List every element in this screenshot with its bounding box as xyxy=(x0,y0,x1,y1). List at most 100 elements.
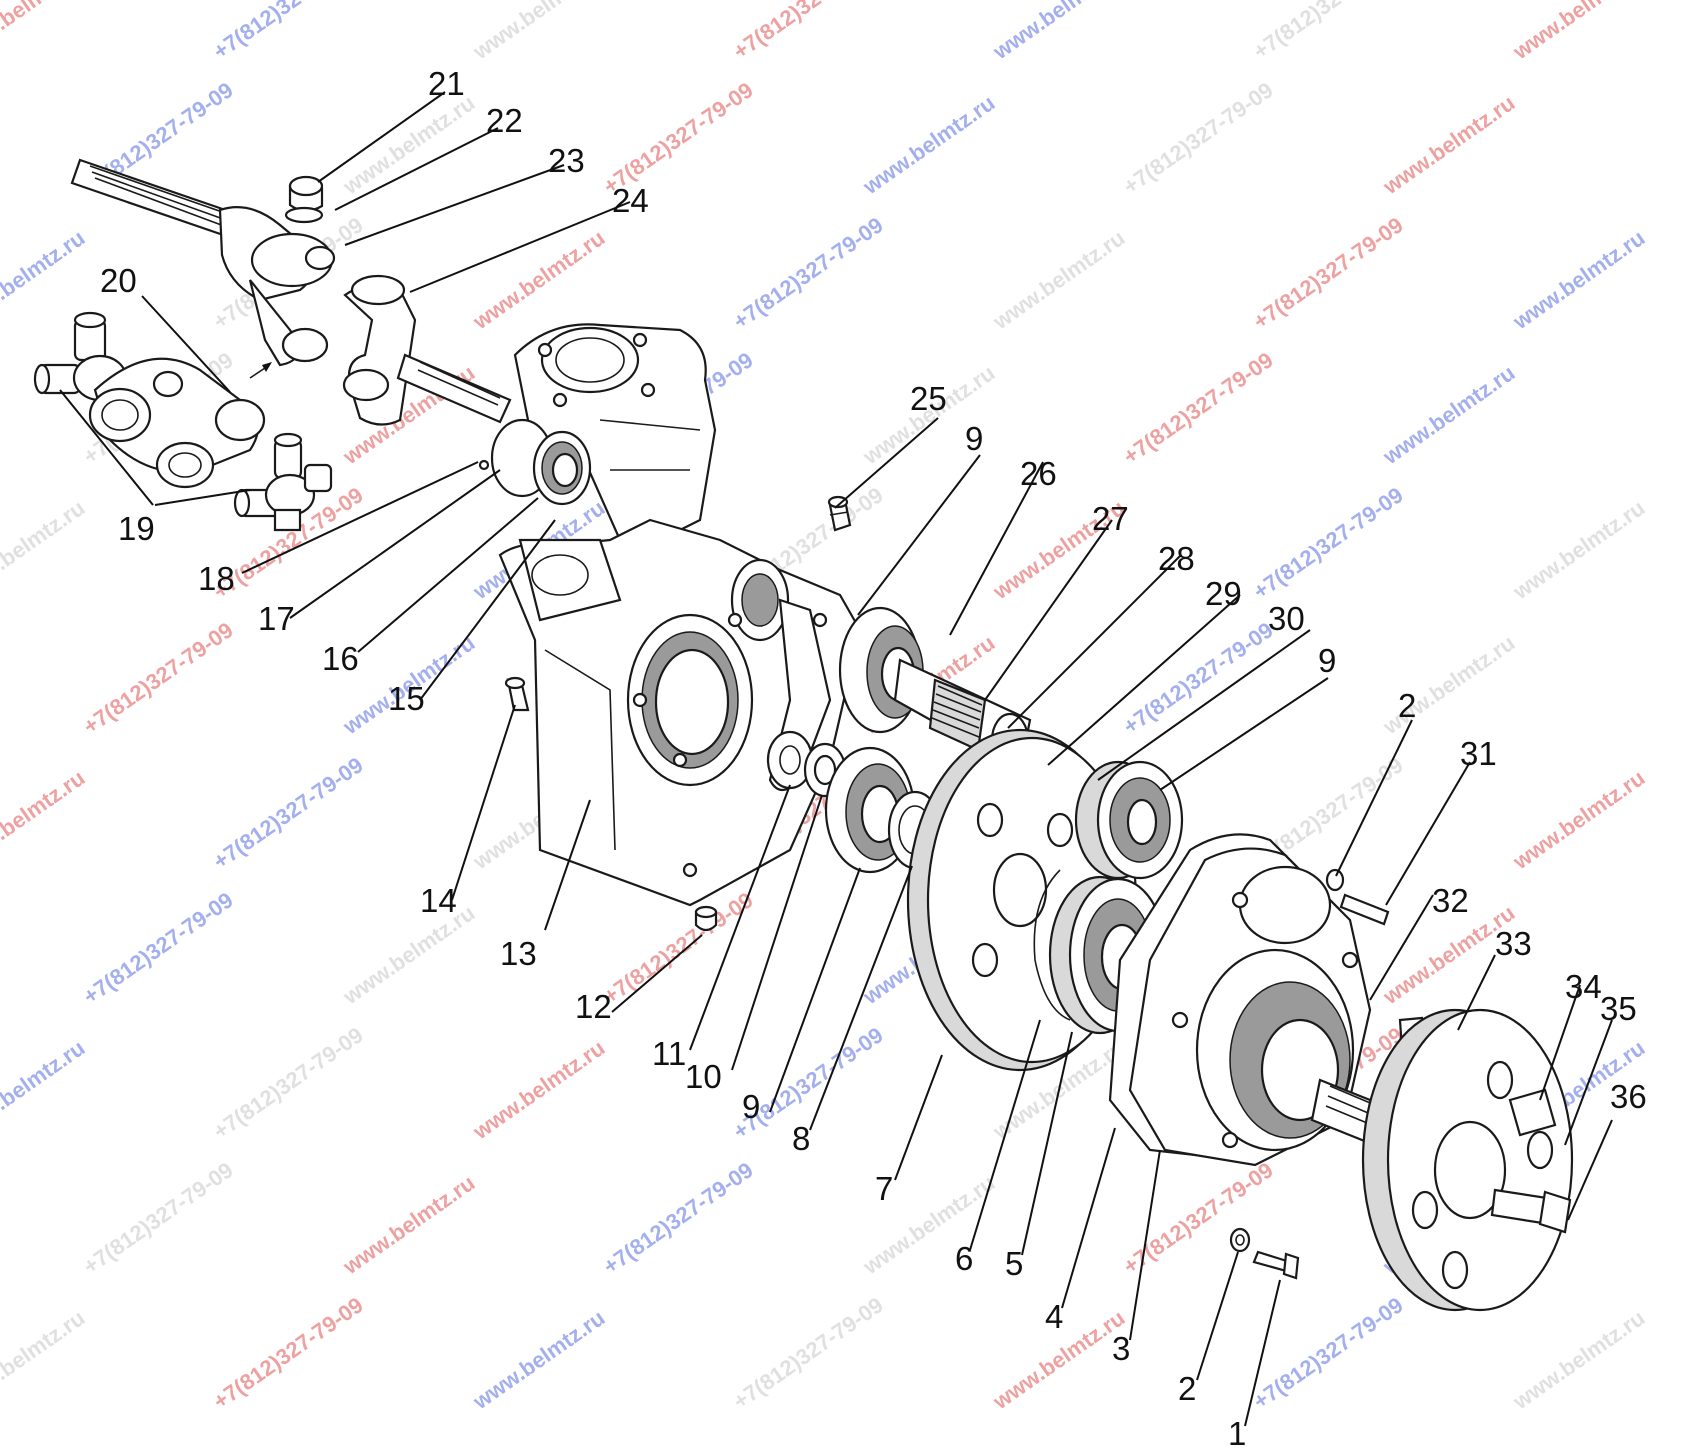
watermark-text: www.belmtz.ru xyxy=(1378,360,1520,470)
watermark-text: www.belmtz.ru xyxy=(338,900,480,1010)
watermark-text: www.belmtz.ru xyxy=(988,225,1130,335)
watermark-text: +7(812)327-79-09 xyxy=(209,1292,368,1414)
watermark-text: www.belmtz.ru xyxy=(1508,0,1650,65)
watermark-text: +7(812)327-79-09 xyxy=(1119,617,1278,739)
leader-lines xyxy=(59,91,1613,1427)
gearbox-housing-13 xyxy=(498,518,862,907)
watermark-text: www.belmtz.ru xyxy=(1508,225,1650,335)
watermark-text: +7(812)327-79-09 xyxy=(209,0,368,64)
callout-29: 29 xyxy=(1205,575,1242,612)
watermark-text: www.belmtz.ru xyxy=(0,765,89,875)
watermark-text: www.belmtz.ru xyxy=(0,1035,89,1145)
callout-35: 35 xyxy=(1600,990,1637,1027)
callout-19: 19 xyxy=(118,510,155,547)
bolt-part-1 xyxy=(1252,1250,1300,1280)
watermark-text: +7(812)327-79-09 xyxy=(1249,0,1408,64)
watermark-text: www.belmtz.ru xyxy=(468,225,610,335)
callout-5: 5 xyxy=(1005,1245,1023,1282)
circlip-part-6 xyxy=(1033,869,1071,1021)
callout-26: 26 xyxy=(1020,455,1057,492)
cover-part-3 xyxy=(1128,847,1372,1167)
callout-22: 22 xyxy=(486,102,523,139)
washer-part-2-lower xyxy=(1229,1227,1251,1253)
callout-12: 12 xyxy=(575,988,612,1025)
callout-17: 17 xyxy=(258,600,295,637)
callout-9-lower: 9 xyxy=(742,1088,760,1125)
pin-part-31 xyxy=(1339,893,1390,926)
callout-16: 16 xyxy=(322,640,359,677)
callout-2-upper: 2 xyxy=(1398,687,1416,724)
yoke-part-24 xyxy=(342,274,512,426)
callout-23: 23 xyxy=(548,142,585,179)
watermark-text: www.belmtz.ru xyxy=(338,1170,480,1280)
watermark-text: +7(812)327-79-09 xyxy=(729,212,888,334)
watermark-text: +7(812)327-79-09 xyxy=(1249,482,1408,604)
callout-21: 21 xyxy=(428,65,465,102)
callout-30: 30 xyxy=(1268,600,1305,637)
callout-6: 6 xyxy=(955,1240,973,1277)
plug-part-12 xyxy=(694,905,718,932)
watermark-text: www.belmtz.ru xyxy=(858,90,1000,200)
callout-32: 32 xyxy=(1432,882,1469,919)
watermark-text: +7(812)327-79-09 xyxy=(209,1022,368,1144)
callout-3: 3 xyxy=(1112,1330,1130,1367)
callout-36: 36 xyxy=(1610,1078,1647,1115)
watermark-text: +7(812)327-79-09 xyxy=(79,617,238,739)
callout-31: 31 xyxy=(1460,735,1497,772)
watermark-text: +7(812)327-79-09 xyxy=(599,887,758,1009)
callout-27: 27 xyxy=(1092,500,1129,537)
cap-part-21 xyxy=(284,175,324,224)
watermark-text: www.belmtz.ru xyxy=(1508,765,1650,875)
watermark-text: www.belmtz.ru xyxy=(468,1035,610,1145)
stud-part-14 xyxy=(504,676,530,712)
watermark-text: www.belmtz.ru xyxy=(1508,1305,1650,1415)
callout-34: 34 xyxy=(1565,968,1602,1005)
bearing-part-9-right xyxy=(1074,760,1184,880)
washer-part-2-upper xyxy=(1325,868,1345,892)
callout-2-lower: 2 xyxy=(1178,1370,1196,1407)
callout-1: 1 xyxy=(1228,1415,1246,1451)
upper-housing xyxy=(513,323,717,552)
callout-9-right: 9 xyxy=(1318,642,1336,679)
flange-part-34-36 xyxy=(1361,1008,1574,1312)
callout-33: 33 xyxy=(1495,925,1532,962)
watermark-text: www.belmtz.ru xyxy=(1508,495,1650,605)
watermark-text: www.belmtz.ru xyxy=(338,90,480,200)
watermark-text: +7(812)327-79-09 xyxy=(1249,212,1408,334)
watermark-text: +7(812)327-79-09 xyxy=(79,1157,238,1279)
watermark-text: www.belmtz.ru xyxy=(0,0,89,65)
watermark-text: +7(812)327-79-09 xyxy=(1119,347,1278,469)
watermark-text: +7(812)327-79-09 xyxy=(599,77,758,199)
callout-28: 28 xyxy=(1158,540,1195,577)
callout-15: 15 xyxy=(388,680,425,717)
assembly-arrow xyxy=(249,362,272,379)
watermark-text: +7(812)327-79-09 xyxy=(729,0,888,64)
watermark-text: +7(812)327-79-09 xyxy=(209,752,368,874)
callout-8: 8 xyxy=(792,1120,810,1157)
watermark-text: www.belmtz.ru xyxy=(1378,90,1520,200)
watermark-text: www.belmtz.ru xyxy=(468,1305,610,1415)
callout-13: 13 xyxy=(500,935,537,972)
callout-20: 20 xyxy=(100,262,137,299)
callout-18: 18 xyxy=(198,560,235,597)
watermark-text: +7(812)327-79-09 xyxy=(1119,77,1278,199)
bearing-flange-15-16 xyxy=(478,418,592,506)
watermark-text: www.belmtz.ru xyxy=(988,0,1130,65)
callout-9-upper: 9 xyxy=(965,420,983,457)
watermark-text: www.belmtz.ru xyxy=(468,0,610,65)
cardan-shaft xyxy=(70,158,336,367)
watermark-text: +7(812)327-79-09 xyxy=(599,1157,758,1279)
callout-14: 14 xyxy=(420,882,457,919)
link-part-20 xyxy=(88,357,266,489)
watermark-text: www.belmtz.ru xyxy=(0,1305,89,1415)
callout-7: 7 xyxy=(875,1170,893,1207)
callout-11: 11 xyxy=(652,1035,686,1072)
watermark-text: +7(812)327-79-09 xyxy=(79,887,238,1009)
callout-4: 4 xyxy=(1045,1298,1063,1335)
callout-10: 10 xyxy=(685,1058,722,1095)
callout-labels: 1 2 2 3 4 5 6 7 8 9 9 9 10 11 12 13 14 1… xyxy=(100,65,1647,1451)
cross-part-19-lower xyxy=(233,432,333,532)
callout-25: 25 xyxy=(910,380,947,417)
watermark-text: +7(812)327-79-09 xyxy=(729,1292,888,1414)
